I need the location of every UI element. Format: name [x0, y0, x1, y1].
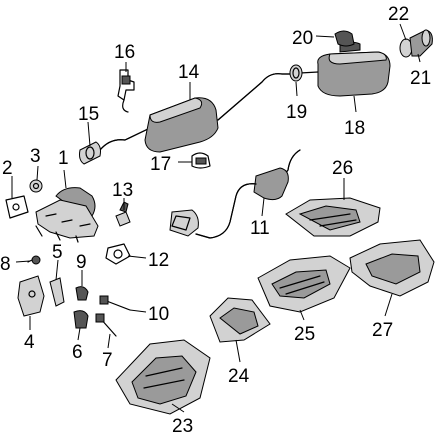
callout-22: 22: [388, 4, 409, 25]
callout-labels: 1 2 3 4 5 6 7 8 9 10 11 12 13 14 15 16 1…: [0, 4, 431, 437]
part-25-heat-shield: [257, 255, 351, 313]
part-16-bracket: [117, 69, 135, 113]
callout-17: 17: [150, 154, 171, 175]
callout-6: 6: [72, 342, 83, 363]
callout-23: 23: [172, 416, 193, 437]
part-18-muffler: [299, 41, 391, 97]
part-14-resonator-pipe: [91, 73, 291, 153]
callout-4: 4: [24, 332, 35, 353]
callout-20: 20: [292, 28, 313, 49]
callout-10: 10: [148, 304, 169, 325]
part-21-22-exhaust-tip: [399, 29, 433, 58]
part-7-bolt: [95, 313, 117, 337]
callout-16: 16: [114, 42, 135, 63]
callout-24: 24: [228, 366, 250, 387]
part-12-gasket: [105, 243, 131, 265]
callout-19: 19: [286, 102, 307, 123]
callout-7: 7: [102, 350, 113, 371]
part-15-flange: [79, 141, 101, 165]
part-8-bolt: [27, 255, 41, 265]
callout-14: 14: [178, 62, 200, 83]
part-24-heat-shield: [209, 297, 271, 343]
part-5-stud: [49, 277, 65, 307]
leader-lines: [11, 23, 421, 413]
part-10-bolt: [99, 295, 131, 311]
callout-2: 2: [2, 158, 13, 179]
part-26-heat-shield: [285, 197, 381, 237]
callout-3: 3: [30, 146, 41, 167]
part-19-clamp: [289, 64, 303, 82]
part-17-clamp: [191, 152, 211, 169]
callout-26: 26: [332, 158, 353, 179]
part-4-bracket: [17, 275, 45, 317]
part-2-gasket: [5, 195, 29, 219]
part-6-hanger: [73, 310, 89, 329]
part-13-sensor: [115, 201, 131, 227]
part-20-hanger: [334, 30, 355, 47]
callout-1: 1: [58, 148, 69, 169]
part-11-front-pipe: [169, 149, 301, 239]
callout-11: 11: [250, 218, 270, 239]
part-1-manifold: [35, 187, 99, 243]
callout-13: 13: [112, 180, 133, 201]
part-3-nut: [29, 179, 43, 193]
part-27-heat-shield: [349, 239, 435, 297]
callout-25: 25: [294, 324, 315, 345]
part-23-heat-shield: [115, 339, 211, 415]
callout-18: 18: [344, 118, 365, 139]
callout-9: 9: [76, 252, 87, 273]
callout-12: 12: [148, 250, 169, 271]
callout-15: 15: [78, 104, 99, 125]
callout-8: 8: [0, 254, 11, 275]
part-9-hanger: [75, 286, 89, 301]
callout-27: 27: [372, 320, 393, 341]
callout-21: 21: [410, 68, 431, 89]
callout-5: 5: [52, 242, 63, 263]
